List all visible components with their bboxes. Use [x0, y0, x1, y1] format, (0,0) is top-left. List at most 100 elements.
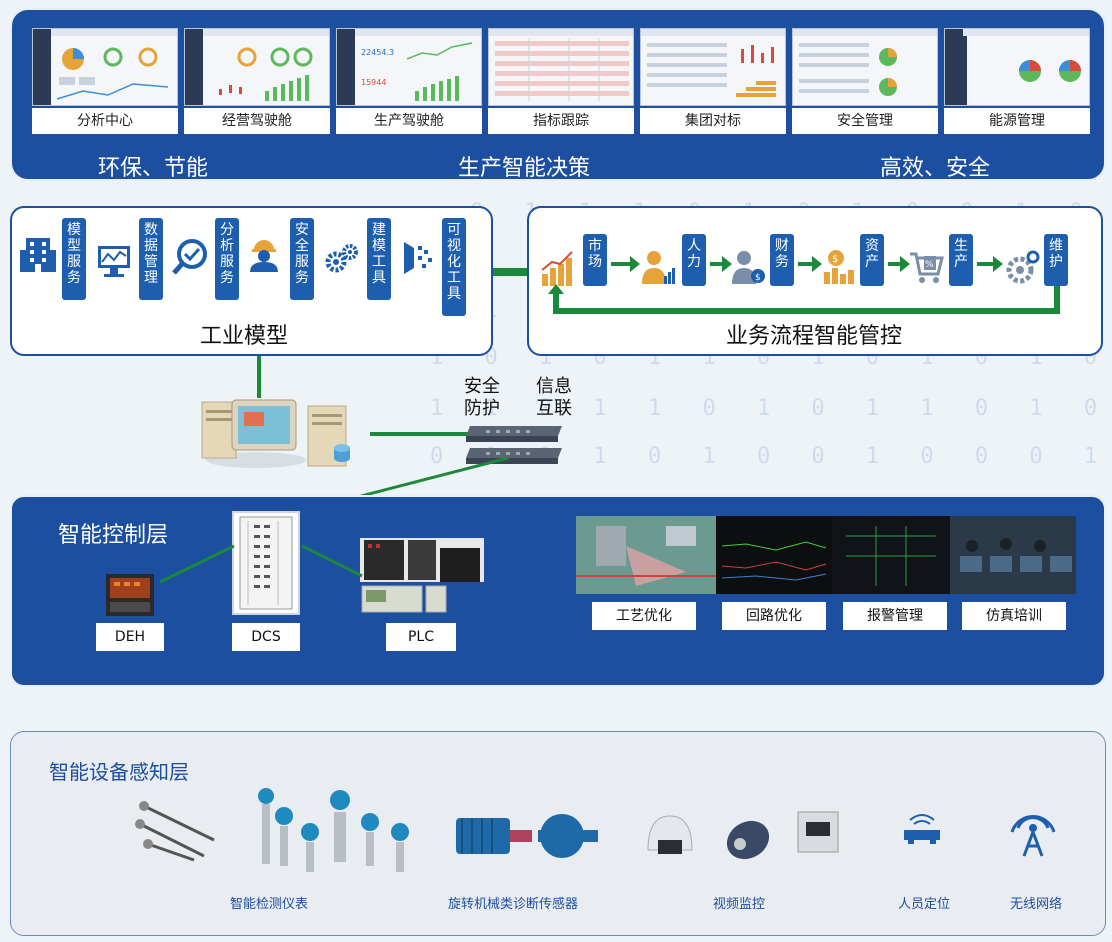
service-safety-label: 安全服务 [295, 222, 309, 286]
svg-text:22454.3: 22454.3 [361, 48, 394, 57]
tab-safety-management[interactable]: 安全管理 [792, 108, 938, 134]
dashboard-thumb-analysis[interactable] [32, 28, 178, 106]
service-data-management[interactable]: 数据管理 [139, 218, 163, 300]
arrow-up-icon [548, 284, 564, 294]
svg-text:$: $ [755, 273, 761, 283]
flow-step-hr-label: 人力 [687, 238, 701, 270]
device-plc-label[interactable]: PLC [386, 623, 456, 651]
worker-helmet-icon [250, 240, 278, 272]
industrial-model-caption: 工业模型 [200, 324, 289, 349]
device-deh-label[interactable]: DEH [96, 623, 164, 651]
decision-band: 22454.3 15944 [10, 8, 1106, 181]
dashboard-thumb-production[interactable]: 22454.3 15944 [336, 28, 482, 106]
flow-arrow [611, 262, 633, 266]
visualization-icon [404, 242, 432, 274]
growth-chart-icon [541, 251, 573, 286]
arrow-head-icon [630, 256, 640, 272]
tab-production-cockpit[interactable]: 生产驾驶舱 [336, 108, 482, 134]
arrow-head-icon [900, 256, 910, 272]
slogan-left: 环保、节能 [98, 156, 209, 181]
service-data-management-label: 数据管理 [144, 222, 158, 286]
maintenance-gear-icon [1006, 250, 1040, 284]
svg-text:15944: 15944 [361, 78, 386, 87]
arrow-head-icon [812, 256, 822, 272]
tool-visualization-label: 可视化工具 [447, 222, 461, 302]
wireless-antenna-icon [1010, 815, 1056, 857]
dashboard-thumb-benchmark[interactable] [640, 28, 786, 106]
function-alarm-management[interactable]: 报警管理 [843, 602, 947, 630]
control-function-screens [576, 516, 1076, 594]
flow-step-production-label: 生产 [954, 238, 968, 270]
person-chart-icon [642, 251, 675, 284]
slogan-right: 高效、安全 [880, 156, 991, 181]
connector-line [257, 356, 261, 398]
tab-group-benchmark[interactable]: 集团对标 [640, 108, 786, 134]
flow-step-production[interactable]: 生产 [949, 234, 973, 286]
sensing-item-video[interactable]: 视频监控 [713, 897, 766, 912]
business-flow-caption: 业务流程智能管控 [726, 324, 903, 349]
dashboard-thumb-business[interactable] [184, 28, 330, 106]
service-safety[interactable]: 安全服务 [290, 218, 314, 300]
tool-modeling[interactable]: 建模工具 [367, 218, 391, 300]
connector-bar [493, 268, 527, 276]
connector-line [370, 432, 470, 436]
bg-binary-row: 1 1 0 1 1 0 1 0 1 1 0 1 0 1 0 1 0 [430, 396, 1112, 421]
network-interconnect-label: 信息互联 [536, 376, 572, 419]
control-layer-title: 智能控制层 [58, 523, 169, 548]
server-workstation-icon [201, 399, 350, 468]
flow-arrow [977, 262, 997, 266]
rotating-machine-sensor-image [456, 814, 598, 858]
flow-step-maintenance-label: 维护 [1049, 238, 1063, 270]
flow-step-hr[interactable]: 人力 [682, 234, 706, 286]
tab-analysis-center[interactable]: 分析中心 [32, 108, 178, 134]
flow-step-assets-label: 资产 [865, 238, 879, 270]
feedback-line [1054, 286, 1060, 314]
service-model[interactable]: 模型服务 [62, 218, 86, 300]
dashboard-thumb-indicator[interactable] [488, 28, 634, 106]
function-simulation-training[interactable]: 仿真培训 [962, 602, 1066, 630]
arrow-head-icon [722, 256, 732, 272]
plc-device-image [360, 538, 484, 613]
tool-visualization[interactable]: 可视化工具 [442, 218, 466, 316]
flow-step-market[interactable]: 市场 [583, 234, 607, 286]
service-model-label: 模型服务 [67, 222, 81, 286]
tab-business-cockpit[interactable]: 经营驾驶舱 [184, 108, 330, 134]
tab-indicator-tracking[interactable]: 指标跟踪 [488, 108, 634, 134]
business-flow-panel [527, 206, 1103, 356]
monitor-icon [98, 246, 130, 277]
svg-text:$: $ [832, 254, 838, 265]
personnel-locator-icon [904, 814, 940, 844]
network-switch-icon [466, 426, 562, 464]
gears-icon [325, 244, 358, 273]
pressure-transmitter-image [258, 788, 409, 872]
flow-step-finance-label: 财务 [775, 238, 789, 270]
flow-step-maintenance[interactable]: 维护 [1044, 234, 1068, 286]
deh-device-image [106, 574, 154, 616]
sensing-item-instrument[interactable]: 智能检测仪表 [230, 897, 309, 912]
finance-person-icon: $ [732, 251, 765, 284]
sensing-item-personnel-location[interactable]: 人员定位 [898, 897, 951, 912]
tool-modeling-label: 建模工具 [372, 222, 386, 286]
industrial-model-panel [10, 206, 493, 356]
flow-arrow [888, 262, 904, 266]
assets-coin-icon: $ [824, 250, 854, 284]
tab-energy-management[interactable]: 能源管理 [944, 108, 1090, 134]
dashboard-thumb-energy[interactable] [944, 28, 1090, 106]
device-dcs-label[interactable]: DCS [232, 623, 300, 651]
thermocouple-sensor-image [135, 801, 215, 862]
dcs-plc-link [301, 544, 363, 578]
sensing-item-wireless[interactable]: 无线网络 [1010, 897, 1063, 912]
flow-arrow [710, 262, 726, 266]
flow-step-finance[interactable]: 财务 [770, 234, 794, 286]
service-analysis[interactable]: 分析服务 [215, 218, 239, 300]
dashboard-thumb-safety[interactable] [792, 28, 938, 106]
flow-step-market-label: 市场 [588, 238, 602, 270]
flow-step-assets[interactable]: 资产 [860, 234, 884, 286]
sensing-layer-title: 智能设备感知层 [49, 760, 189, 784]
function-process-optimization[interactable]: 工艺优化 [592, 602, 696, 630]
arrow-head-icon [993, 256, 1003, 272]
magnifier-check-icon [172, 239, 207, 275]
dcs-cabinet-image [232, 511, 300, 615]
function-loop-optimization[interactable]: 回路优化 [722, 602, 826, 630]
sensing-item-rotating-machine[interactable]: 旋转机械类诊断传感器 [448, 897, 579, 912]
